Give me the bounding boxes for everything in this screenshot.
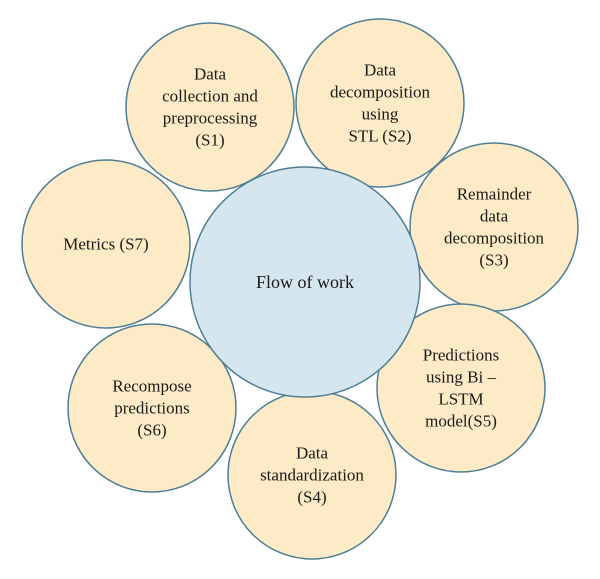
step-label-s2: decomposition <box>330 83 431 102</box>
step-circle-s7 <box>21 159 191 329</box>
step-label-s3: decomposition <box>444 229 545 248</box>
step-circle-s5 <box>376 303 546 473</box>
step-label-s4: Data <box>296 444 329 463</box>
step-label-s3: (S3) <box>479 251 508 270</box>
step-label-s6: Recompose <box>112 377 191 396</box>
center-circle <box>189 166 421 398</box>
step-node-s6: Recompose predictions (S6) <box>67 323 237 493</box>
center-label: Flow of work <box>256 272 354 292</box>
step-circle-s6 <box>67 323 237 493</box>
step-label-s5: LSTM <box>438 390 483 409</box>
step-label-s5: using Bi – <box>426 368 496 387</box>
step-circles: Data collection and preprocessing (S1) Data d… <box>21 18 579 560</box>
step-label-s3: data <box>480 207 509 226</box>
step-label-s4: (S4) <box>297 488 326 507</box>
step-label-s1: preprocessing <box>163 109 258 128</box>
step-label-s2: using <box>362 105 399 124</box>
step-label-s1: Data <box>194 65 227 84</box>
center-node: Flow of work <box>189 166 421 398</box>
step-label-s6: (S6) <box>137 421 166 440</box>
step-label-s1: collection and <box>162 87 258 106</box>
step-circle-s2 <box>295 18 465 188</box>
step-label-s5: model(S5) <box>425 412 497 431</box>
step-label-s7: Metrics (S7) <box>63 235 148 254</box>
step-node-s4: Data standardization (S4) <box>227 390 397 560</box>
step-node-s3: Remainder data decomposition (S3) <box>409 142 579 312</box>
step-label-s3: Remainder <box>457 185 532 204</box>
step-label-s1: (S1) <box>195 131 224 150</box>
step-label-s6: predictions <box>114 399 190 418</box>
step-label-s4: standardization <box>260 466 364 485</box>
step-label-s2: Data <box>364 61 397 80</box>
step-node-s7: Metrics (S7) <box>21 159 191 329</box>
step-node-s1: Data collection and preprocessing (S1) <box>125 22 295 192</box>
step-label-s5: Predictions <box>423 346 500 365</box>
step-node-s5: Predictions using Bi – LSTM model(S5) <box>376 303 546 473</box>
step-label-s2: STL (S2) <box>348 127 411 146</box>
step-circle-s1 <box>125 22 295 192</box>
step-circle-s3 <box>409 142 579 312</box>
